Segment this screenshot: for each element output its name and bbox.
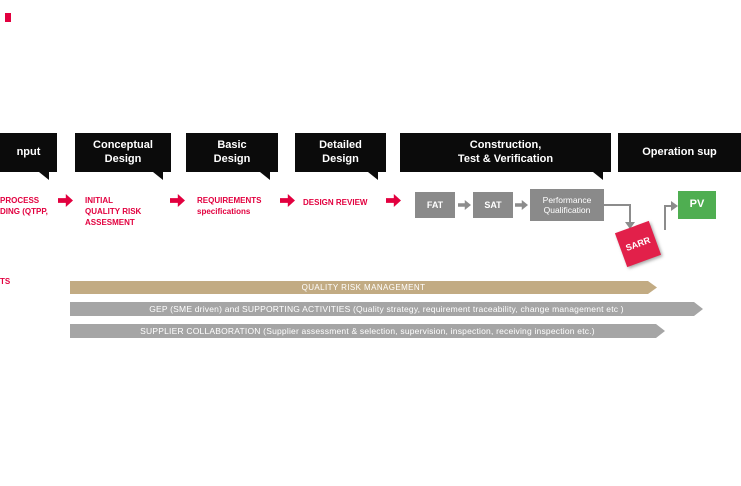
arrow-fat-to-sat (458, 200, 471, 210)
sarr-box: SARR (614, 220, 662, 268)
arrow-detailed-to-construction (386, 194, 401, 207)
activity-initial-quality-risk-assesment: INITIAL QUALITY RISK ASSESMENT (85, 196, 167, 228)
activity-design-review: DESIGN REVIEW (303, 198, 387, 209)
gep-supporting-activities-bar: GEP (SME driven) and SUPPORTING ACTIVITI… (70, 302, 703, 316)
arrowhead-right-pv (671, 201, 678, 211)
gep-bar-label: GEP (SME driven) and SUPPORTING ACTIVITI… (149, 304, 624, 314)
phase-conceptual-label-1: Conceptual (93, 138, 153, 151)
activity-requirements-specifications: REQUIREMENTS specifications (197, 196, 277, 218)
sarr-label: SARR (624, 234, 652, 254)
activity-process-understanding: PROCESS DING (QTPP, (0, 196, 60, 218)
phase-detailed-label-2: Design (322, 152, 359, 165)
phase-construction-label-1: Construction, (469, 138, 542, 151)
phase-input: nput (0, 133, 57, 180)
phase-construction-label-2: Test & Verification (457, 152, 554, 165)
phase-tail (593, 172, 603, 180)
arrow-input-to-conceptual (58, 194, 73, 207)
phase-tail (39, 172, 49, 180)
phase-basic-label-2: Design (213, 152, 251, 165)
fat-label: FAT (426, 199, 444, 210)
phase-detailed-label-1: Detailed (319, 138, 362, 151)
arrowhead-down-sarr (625, 222, 635, 229)
activity-process-line-1: PROCESS (0, 196, 40, 205)
activity-iqra-line-1: INITIAL (85, 196, 113, 205)
quality-risk-management-bar: QUALITY RISK MANAGEMENT (70, 281, 657, 294)
supplier-bar-label: SUPPLIER COLLABORATION (Supplier assessm… (140, 326, 595, 336)
pq-label-1: Performance (542, 194, 592, 205)
pv-box: PV (678, 191, 716, 219)
phase-tail (153, 172, 163, 180)
pq-label-2: Qualification (543, 205, 591, 215)
phase-basic-design: Basic Design (186, 133, 278, 180)
phase-tail (368, 172, 378, 180)
phase-operation-support: Operation sup (618, 133, 741, 172)
logo-fragment (5, 13, 11, 22)
performance-qualification-box: Performance Qualification (530, 189, 604, 221)
phase-tail (260, 172, 270, 180)
phase-operation-label: Operation sup (642, 145, 717, 158)
supplier-collaboration-bar: SUPPLIER COLLABORATION (Supplier assessm… (70, 324, 665, 338)
activity-iqra-line-3: ASSESMENT (85, 217, 135, 227)
arrow-basic-to-detailed (280, 194, 295, 207)
phase-detailed-design: Detailed Design (295, 133, 386, 180)
phase-conceptual-label-2: Design (104, 152, 142, 165)
activity-process-line-2: DING (QTPP, (0, 206, 48, 216)
activity-left-fragment-label: TS (0, 277, 11, 286)
phase-conceptual-design: Conceptual Design (75, 133, 171, 180)
connector-sarr-pv-horizontal (664, 205, 672, 207)
pv-label: PV (689, 198, 705, 211)
connector-pq-sarr-horizontal (604, 204, 631, 206)
activity-req-line-1: REQUIREMENTS (197, 196, 262, 205)
phase-input-label: nput (16, 145, 41, 158)
phase-basic-label-1: Basic (217, 138, 247, 151)
activity-left-fragment: TS (0, 277, 20, 288)
activity-iqra-line-2: QUALITY RISK (85, 206, 142, 216)
activity-req-line-2: specifications (197, 206, 251, 216)
sat-label: SAT (484, 199, 502, 210)
sat-box: SAT (473, 192, 513, 218)
fat-box: FAT (415, 192, 455, 218)
arrow-sat-to-pq (515, 200, 528, 210)
qrm-bar-label: QUALITY RISK MANAGEMENT (301, 283, 426, 292)
activity-design-review-label: DESIGN REVIEW (303, 198, 368, 207)
connector-sarr-pv-vertical (664, 206, 666, 230)
connector-pq-sarr-vertical (629, 204, 631, 223)
arrow-conceptual-to-basic (170, 194, 185, 207)
phase-construction-test-verification: Construction, Test & Verification (400, 133, 611, 180)
